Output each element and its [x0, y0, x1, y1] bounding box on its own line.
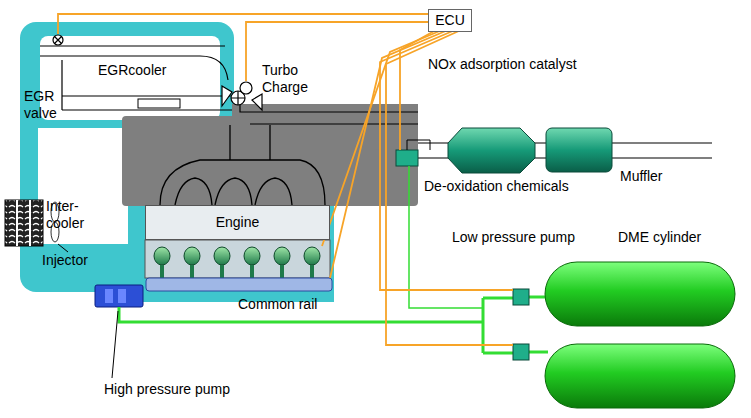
node-text: ECU: [435, 12, 465, 28]
injector: [154, 247, 170, 265]
part-label: EGRcooler: [98, 62, 166, 79]
engine-block: [145, 240, 330, 278]
control-unit-box: ECU: [428, 9, 472, 32]
muffler: [546, 128, 612, 172]
injector-stem: [160, 265, 164, 278]
part-label: High pressure pump: [104, 381, 230, 398]
part-label: Turbo Charge: [262, 62, 314, 96]
part-label: NOx adsorption catalyst: [428, 56, 577, 73]
high-pressure-pump: [95, 285, 143, 307]
pump-detail: [105, 289, 113, 303]
exhaust-manifold: [160, 125, 325, 205]
egr-valve-symbol: [53, 35, 63, 45]
common-rail: [146, 278, 332, 291]
injector-stem: [310, 265, 314, 278]
injector: [214, 247, 230, 265]
injector-stem: [250, 265, 254, 278]
part-label: Injector: [42, 252, 88, 269]
turbocharger: [222, 82, 262, 110]
intercooler-columns: [17, 200, 30, 246]
engine-box: Engine: [145, 205, 330, 240]
part-label: Low pressure pump: [452, 229, 575, 246]
injector: [184, 247, 200, 265]
part-label: De-oxidation chemicals: [424, 178, 569, 195]
leader-line: [58, 244, 68, 252]
pump-detail: [118, 289, 126, 303]
duct-lower: [128, 198, 334, 302]
low-pressure-pump: [513, 289, 529, 305]
injector-stem: [280, 265, 284, 278]
de-oxidation-tank: [396, 150, 418, 166]
part-label: Inter-cooler: [46, 198, 92, 232]
injector-stem: [190, 265, 194, 278]
injector: [274, 247, 290, 265]
injector: [304, 247, 320, 265]
exhaust-region: [122, 116, 418, 206]
part-label: DME cylinder: [618, 229, 701, 246]
duct-inner: [40, 36, 220, 120]
leader-line: [112, 311, 118, 378]
intercooler: [5, 200, 43, 246]
injector-row: [154, 247, 320, 278]
low-pressure-pump: [513, 344, 529, 360]
part-label: Muffler: [620, 168, 663, 185]
dme-cylinder: [545, 344, 735, 408]
part-label: Common rail: [238, 296, 317, 313]
dme-cylinder: [545, 262, 735, 326]
node-text: Engine: [216, 214, 260, 230]
injector: [244, 247, 260, 265]
duct-lines: [40, 46, 418, 124]
duct-gap: [38, 128, 128, 244]
nox-catalyst: [448, 128, 535, 173]
injector-stem: [220, 265, 224, 278]
dosing-pipe: [407, 140, 430, 150]
egr-cooler: [138, 99, 180, 108]
part-label: EGR valve: [24, 88, 62, 122]
